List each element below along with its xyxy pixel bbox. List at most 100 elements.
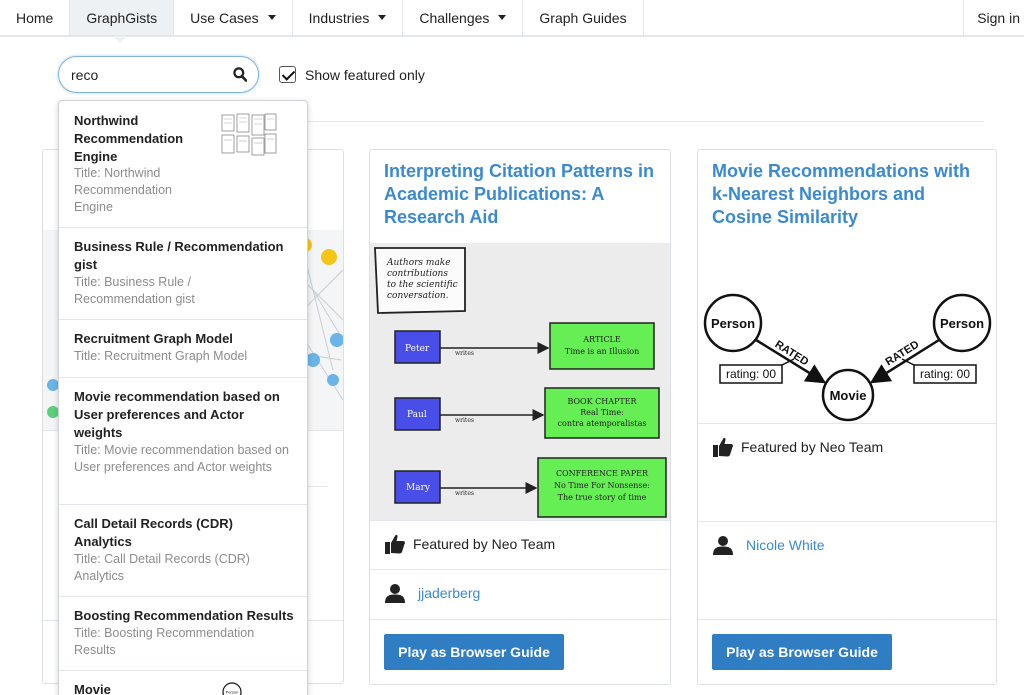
relation-label: writes: [455, 417, 474, 424]
nav-graph-guides[interactable]: Graph Guides: [523, 0, 644, 35]
note-line: Authors make: [386, 258, 451, 268]
publication-node: [549, 322, 655, 370]
suggestion-item[interactable]: Movie Person: [59, 671, 307, 695]
caret-down-icon: [267, 15, 276, 20]
suggestion-title: Recruitment Graph Model: [74, 331, 233, 346]
user-icon: [713, 536, 733, 555]
author-node: [394, 470, 441, 504]
card-separator: [370, 619, 670, 620]
suggestion-item[interactable]: Northwind Recommendation Engine Title: N…: [59, 101, 307, 228]
sign-in-label: Sign in: [977, 9, 1020, 26]
author-row: Nicole White: [712, 535, 825, 555]
featured-row: Featured by Neo Team: [384, 533, 555, 555]
nav-graphgists[interactable]: GraphGists: [70, 0, 175, 43]
suggestion-title: Boosting Recommendation Results: [74, 608, 294, 623]
citation-diagram: Authors make contributions to the scient…: [370, 243, 670, 520]
svg-text:Person: Person: [226, 690, 239, 695]
author-label: Mary: [406, 483, 431, 493]
movie-diagram-svg: Person Person Movie RATED RATED rating: …: [703, 293, 992, 422]
featured-by-label: Featured by Neo Team: [741, 439, 884, 455]
search-box: [58, 56, 259, 93]
property-label: rating: 00: [920, 367, 970, 381]
graph-visualization-image: [47, 238, 343, 418]
suggestion-title: Northwind Recommendation Engine: [74, 113, 184, 164]
nav-challenges[interactable]: Challenges: [403, 0, 524, 35]
suggestion-subtitle: Title: Boosting Recommendation Results: [74, 626, 255, 657]
featured-filter-label: Show featured only: [305, 66, 425, 83]
publication-type: ARTICLE: [582, 335, 621, 344]
nav-graph-guides-label: Graph Guides: [539, 9, 627, 26]
caret-down-icon: [498, 15, 507, 20]
gist-card-citation: Interpreting Citation Patterns in Academ…: [369, 149, 671, 685]
nav-home-label: Home: [16, 9, 54, 26]
featured-row: Featured by Neo Team: [712, 436, 883, 458]
node-label: Person: [940, 316, 984, 331]
publication-title: Real Time:: [580, 408, 624, 417]
thumbs-up-icon: [713, 437, 733, 457]
play-browser-guide-button[interactable]: Play as Browser Guide: [712, 634, 892, 670]
publication-type: BOOK CHAPTER: [567, 397, 637, 406]
node-label: Person: [711, 316, 755, 331]
nav-industries[interactable]: Industries: [293, 0, 404, 35]
author-label: Paul: [407, 410, 427, 420]
note-line: conversation.: [387, 291, 449, 301]
publication-node: [537, 457, 667, 518]
gist-card-movie-knn: Movie Recommendations with k-Nearest Nei…: [697, 149, 997, 685]
author-node: [394, 330, 441, 364]
featured-by-label: Featured by Neo Team: [413, 536, 556, 552]
top-navbar: Home GraphGists Use Cases Industries Cha…: [0, 0, 1024, 43]
search-input[interactable]: [71, 66, 221, 84]
author-node: [394, 397, 441, 431]
play-browser-guide-button[interactable]: Play as Browser Guide: [384, 634, 564, 670]
note-line: contributions: [387, 269, 448, 279]
suggestion-item[interactable]: Movie recommendation based on User prefe…: [59, 378, 307, 505]
sign-in-link[interactable]: Sign in: [963, 0, 1024, 35]
card-separator: [698, 619, 996, 620]
card-separator: [698, 423, 996, 424]
suggestion-item[interactable]: Boosting Recommendation Results Title: B…: [59, 597, 307, 671]
suggestion-item[interactable]: Call Detail Records (CDR) Analytics Titl…: [59, 505, 307, 597]
citation-diagram-svg: Authors make contributions to the scient…: [374, 247, 667, 518]
suggestion-subtitle: Title: Recruitment Graph Model: [74, 349, 248, 363]
suggestion-item[interactable]: Recruitment Graph Model Title: Recruitme…: [59, 320, 307, 378]
author-row: jjaderberg: [384, 583, 480, 603]
publication-title: The true story of time: [558, 493, 647, 502]
nav-home[interactable]: Home: [0, 0, 71, 35]
publication-type: CONFERENCE PAPER: [556, 469, 649, 478]
suggestion-subtitle: Title: Call Detail Records (CDR) Analyti…: [74, 552, 250, 583]
divider: [307, 121, 984, 122]
search-icon[interactable]: [233, 67, 247, 82]
card-separator: [370, 569, 670, 570]
caret-down-icon: [378, 15, 387, 20]
suggestion-subtitle: Title: Northwind Recommendation Engine: [74, 166, 172, 214]
property-label: rating: 00: [726, 367, 776, 381]
suggestion-title: Call Detail Records (CDR) Analytics: [74, 516, 233, 549]
author-link[interactable]: Nicole White: [746, 537, 825, 553]
thumbs-up-icon: [385, 534, 405, 554]
search-suggestions-dropdown: Northwind Recommendation Engine Title: N…: [58, 100, 308, 695]
author-label: Peter: [405, 344, 430, 354]
nav-use-cases-label: Use Cases: [190, 9, 259, 26]
publication-title: contra atemporalistas: [558, 419, 647, 428]
suggestion-subtitle: Title: Business Rule / Recommendation gi…: [74, 275, 195, 306]
card-separator: [370, 520, 670, 521]
card-separator: [698, 521, 996, 522]
user-icon: [385, 584, 405, 603]
nav-use-cases[interactable]: Use Cases: [174, 0, 293, 35]
relation-label: writes: [455, 350, 474, 357]
movie-diagram: Person Person Movie RATED RATED rating: …: [698, 243, 996, 423]
table-thumbnail-icon: [221, 113, 277, 156]
nav-challenges-label: Challenges: [419, 9, 490, 26]
author-link[interactable]: jjaderberg: [418, 585, 481, 601]
suggestion-title: Movie recommendation based on User prefe…: [74, 389, 280, 440]
card-title[interactable]: Movie Recommendations with k-Nearest Nei…: [712, 161, 971, 227]
note-line: to the scientific: [387, 280, 458, 290]
nav-industries-label: Industries: [308, 9, 370, 26]
featured-filter[interactable]: Show featured only: [279, 66, 425, 83]
person-thumbnail-icon: Person: [222, 682, 242, 695]
publication-title: Time is an Illusion: [565, 347, 640, 356]
suggestion-item[interactable]: Business Rule / Recommendation gist Titl…: [59, 228, 307, 320]
node-label: Movie: [830, 388, 867, 403]
featured-checkbox[interactable]: [279, 66, 296, 83]
card-title[interactable]: Interpreting Citation Patterns in Academ…: [384, 161, 655, 227]
